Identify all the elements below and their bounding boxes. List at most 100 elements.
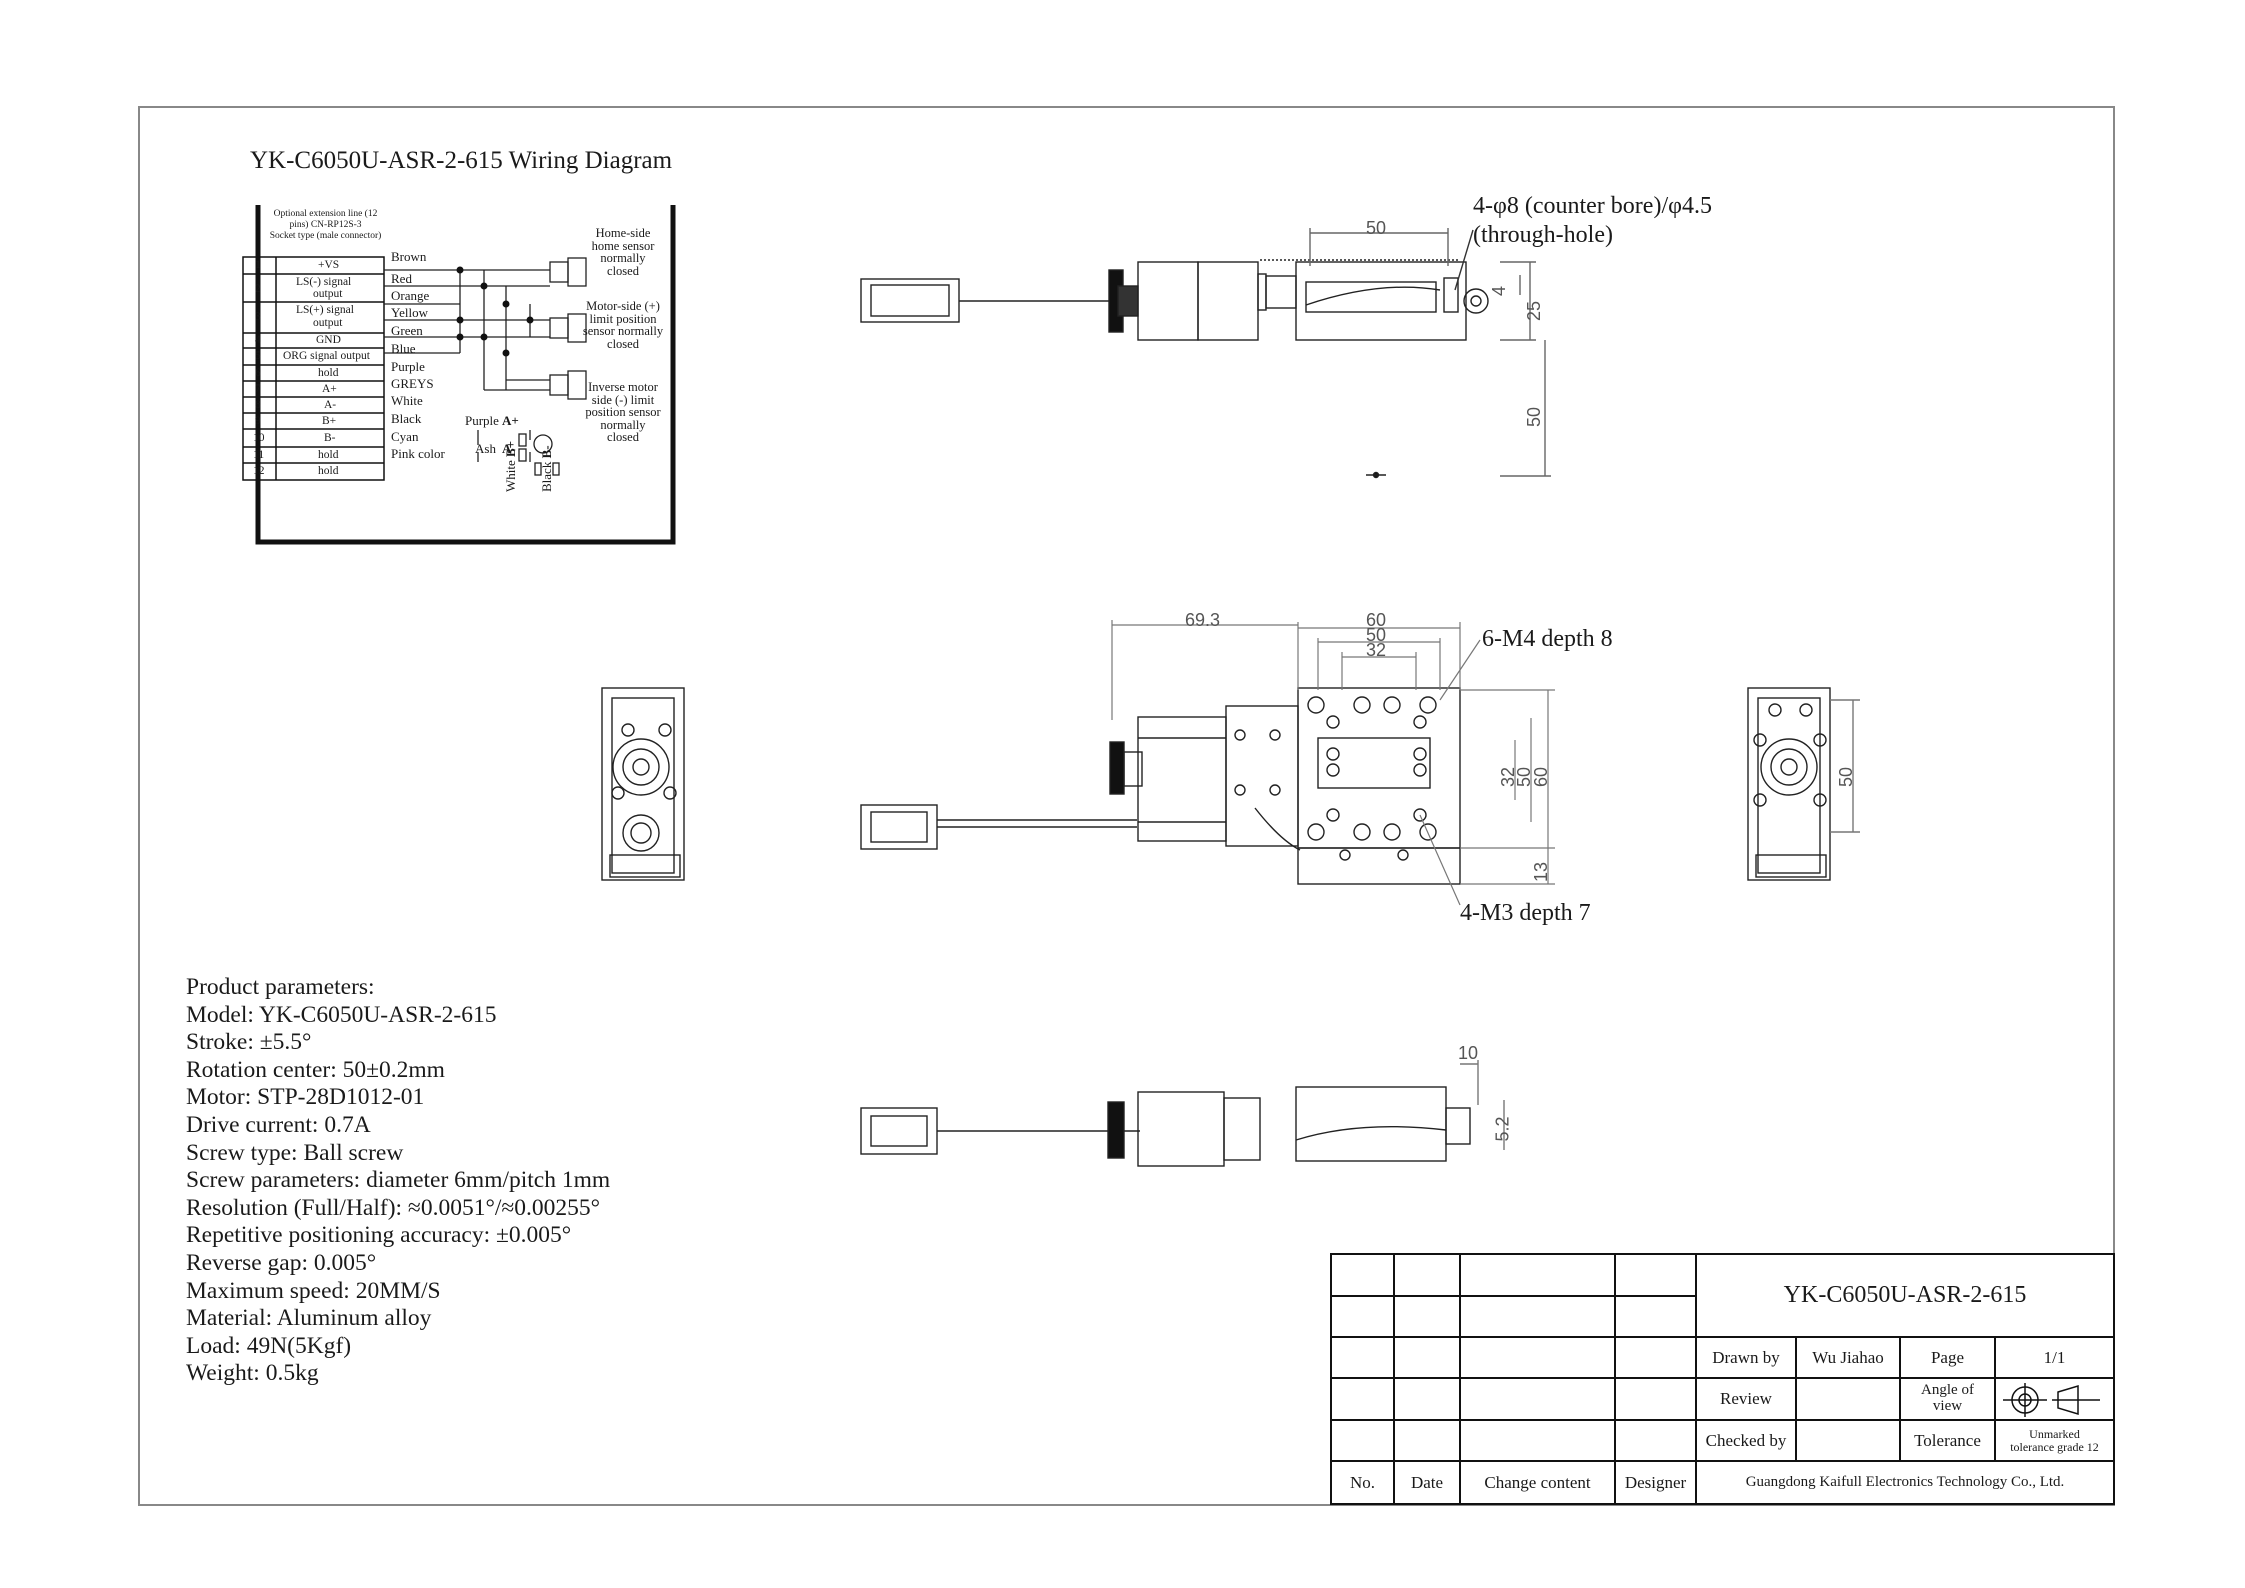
pin-no: 6 xyxy=(255,367,261,379)
wire-color: Orange xyxy=(391,288,430,303)
dim-top-4: 4 xyxy=(1489,285,1510,297)
param-line: Screw type: Ball screw xyxy=(186,1139,404,1166)
pin-signal: LS(-) signal xyxy=(296,276,352,288)
pin-signal: hold xyxy=(318,449,339,461)
dim-front-13: 13 xyxy=(1531,861,1552,883)
wire-color: Red xyxy=(391,271,412,286)
review-label: Review xyxy=(1720,1388,1772,1408)
pin-signal: ORG signal output xyxy=(283,350,370,362)
callout-counter-bore: 4-φ8 (counter bore)/φ4.5 xyxy=(1473,193,1712,219)
lead-ash: Ash xyxy=(475,441,496,456)
title-block-model: YK-C6050U-ASR-2-615 xyxy=(1783,1281,2027,1308)
title-block: YK-C6050U-ASR-2-615 Drawn by Wu Jiahao P… xyxy=(1331,1254,2114,1504)
col-designer: Designer xyxy=(1624,1472,1687,1492)
pin-no: 12 xyxy=(253,465,265,477)
pin-no: 2 xyxy=(255,283,261,295)
pin-signal: LS(+) signal xyxy=(296,304,354,316)
wire-color: Brown xyxy=(391,249,427,264)
pin-no: 1 xyxy=(255,259,261,271)
mount-holes xyxy=(1234,696,1437,861)
wire-color: GREYS xyxy=(391,376,434,391)
param-line: Motor: STP-28D1012-01 xyxy=(186,1084,425,1111)
param-line: Weight: 0.5kg xyxy=(186,1360,319,1387)
pin-no: 11 xyxy=(253,449,265,461)
pin-signal: GND xyxy=(316,334,341,346)
param-line: Resolution (Full/Half): ≈0.0051°/≈0.0025… xyxy=(186,1194,601,1221)
col-change-content: Change content xyxy=(1484,1472,1591,1492)
pin-no: 7 xyxy=(255,383,261,395)
drawn-by-value: Wu Jiahao xyxy=(1812,1347,1884,1367)
param-line: Model: YK-C6050U-ASR-2-615 xyxy=(186,1001,497,1028)
callout-m3: 4-M3 depth 7 xyxy=(1460,900,1591,926)
dim-side-50: 50 xyxy=(1836,766,1857,788)
pin-signal: output xyxy=(313,288,343,300)
sensor-motor-side: Motor-side (+)limit position sensor norm… xyxy=(582,299,664,351)
param-line: Drive current: 0.7A xyxy=(186,1111,371,1138)
param-line: Product parameters: xyxy=(186,974,375,1000)
wiring-diagram xyxy=(242,205,676,545)
dim-front-60: 60 xyxy=(1366,610,1387,630)
company-name: Guangdong Kaifull Electronics Technology… xyxy=(1745,1473,2065,1490)
title-block-grid xyxy=(1330,1253,2115,1505)
wire-lines xyxy=(384,257,587,476)
wire-color: Blue xyxy=(391,341,416,356)
param-line: Repetitive positioning accuracy: ±0.005° xyxy=(186,1222,572,1249)
col-date: Date xyxy=(1410,1472,1444,1492)
pin-no: 10 xyxy=(253,432,265,444)
wire-color: Green xyxy=(391,323,423,338)
pin-no: 5 xyxy=(255,350,261,362)
product-parameters: Product parameters: Model: YK-C6050U-ASR… xyxy=(186,974,610,1388)
param-line: Material: Aluminum alloy xyxy=(186,1305,432,1332)
page-value: 1/1 xyxy=(2043,1347,2066,1367)
wire-color: Cyan xyxy=(391,429,419,444)
wire-color: White xyxy=(391,393,423,408)
page-label: Page xyxy=(1930,1347,1965,1367)
col-no: No. xyxy=(1349,1472,1376,1492)
dim-front-50: 50 xyxy=(1366,625,1387,645)
param-line: Screw parameters: diameter 6mm/pitch 1mm xyxy=(186,1167,611,1194)
projection-symbol-icon xyxy=(2003,1383,2100,1417)
pin-signal: hold xyxy=(318,367,339,379)
dim-top-25: 25 xyxy=(1524,300,1545,322)
lead-white: White B+ xyxy=(503,440,518,492)
lead-a-minus: A- xyxy=(502,441,516,456)
left-side-view xyxy=(601,687,685,881)
dim-bottom-52: 5.2 xyxy=(1492,1116,1513,1142)
dim-top-50b: 50 xyxy=(1524,406,1545,428)
callout-through-hole: (through-hole) xyxy=(1473,222,1613,248)
drawing-title: YK-C6050U-ASR-2-615 Wiring Diagram xyxy=(250,147,673,174)
pin-signal: A+ xyxy=(322,383,337,395)
sheet-frame xyxy=(138,106,2115,1506)
wire-color: Yellow xyxy=(391,305,428,320)
dim-front-32: 32 xyxy=(1366,640,1387,660)
dim-front-693: 69.3 xyxy=(1185,610,1221,630)
param-line: Reverse gap: 0.005° xyxy=(186,1249,377,1276)
pin-signal: A- xyxy=(324,399,337,411)
pin-no: 4 xyxy=(255,334,261,346)
dim-top-50: 50 xyxy=(1366,218,1387,238)
param-line: Load: 49N(5Kgf) xyxy=(186,1332,352,1359)
pin-signal: B+ xyxy=(322,415,337,427)
tolerance-label: Tolerance xyxy=(1914,1430,1981,1450)
pin-signal: output xyxy=(313,317,343,329)
dim-front-60v: 60 xyxy=(1531,766,1552,788)
pin-signal: B- xyxy=(324,432,336,444)
param-line: Rotation center: 50±0.2mm xyxy=(186,1056,445,1083)
wire-color: Black xyxy=(391,411,422,426)
bottom-view xyxy=(860,1060,1505,1167)
top-view xyxy=(860,228,1551,479)
pin-table xyxy=(242,256,385,481)
lead-black: Black B- xyxy=(539,445,554,492)
wire-color: Purple xyxy=(391,359,425,374)
pin-signal: +VS xyxy=(318,259,340,271)
param-line: Stroke: ±5.5° xyxy=(186,1029,312,1056)
lead-a-plus: A+ xyxy=(502,413,519,428)
checked-by-label: Checked by xyxy=(1705,1430,1787,1450)
drawn-by-label: Drawn by xyxy=(1712,1347,1780,1367)
param-line: Maximum speed: 20MM/S xyxy=(186,1277,441,1304)
callout-m4: 6-M4 depth 8 xyxy=(1482,626,1613,652)
